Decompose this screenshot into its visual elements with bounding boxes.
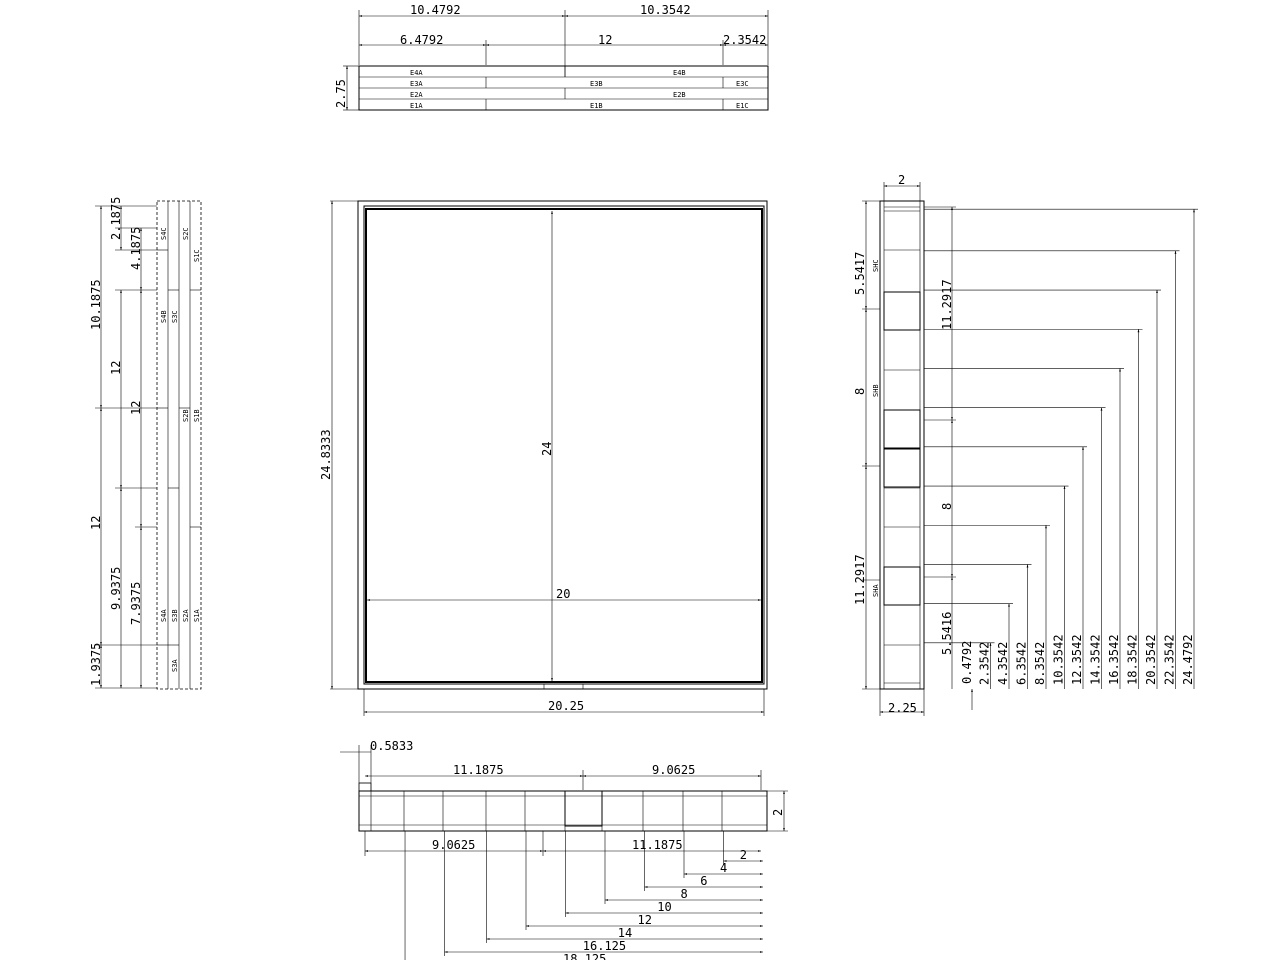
dim-text: 4.3542 [996,642,1010,685]
dim-text: 7.9375 [129,582,143,625]
part-label: S1C [193,249,201,262]
part-label: S1B [193,409,201,422]
dim-text: 10.4792 [410,3,461,17]
part-label: S2A [182,609,190,622]
part-label: S3B [171,609,179,622]
part-label: S4A [160,609,168,622]
right-view: 2 2.25 5.5417 8 11.2917 SHC SHB SHA 11.2… [853,173,1198,716]
part-label: SHA [872,584,880,597]
dim-text: 16.3542 [1107,634,1121,685]
dim-text: 8.3542 [1033,642,1047,685]
dim-text: 11.1875 [632,838,683,852]
dim-text: 4.1875 [129,227,143,270]
part-label: E3B [590,80,603,88]
dim-text: 24.4792 [1181,634,1195,685]
part-label: S4B [160,310,168,323]
dim-text: 24.8333 [319,429,333,480]
part-label: S3A [171,659,179,672]
dim-text: 2.25 [888,701,917,715]
part-label: E4B [673,69,686,77]
dim-text: 0.5833 [370,739,413,753]
dim-text: 2.3542 [978,642,992,685]
dim-text: 12 [129,401,143,415]
dim-text: 9.9375 [109,567,123,610]
part-label: E2B [673,91,686,99]
dim-text: 12.3542 [1070,634,1084,685]
dim-text: 2 [771,809,785,816]
top-view: 10.4792 10.3542 6.4792 12 2.3542 2.75 E4… [334,3,769,111]
dim-text: 10.3542 [1052,634,1066,685]
part-label: E2A [410,91,423,99]
dim-text: 11.2917 [940,279,954,330]
dim-text: 5.5417 [853,252,867,295]
part-label: S3C [171,310,179,323]
part-label: E4A [410,69,423,77]
dim-text: 20.25 [548,699,584,713]
bottom-view: 0.5833 11.1875 9.0625 2 9.0625 11.1875 2… [340,739,788,960]
dim-text: 14 [618,926,632,940]
dim-text: 18.125 [563,952,606,960]
dim-text: 10 [657,900,671,914]
dim-text: 20 [556,587,570,601]
part-label: E3C [736,80,749,88]
part-label: S2C [182,227,190,240]
dim-text: 9.0625 [432,838,475,852]
stair-dims: 2.3542 4.3542 6.3542 8.3542 10.3542 12.3542 14… [924,208,1198,689]
dim-text: 0.4792 [960,641,974,684]
dim-text: 2.1875 [109,197,123,240]
dim-text: 10.1875 [89,279,103,330]
dim-text: 20.3542 [1144,634,1158,685]
dim-text: 6.3542 [1015,642,1029,685]
dim-text: 2 [740,848,747,862]
dim-text: 12 [89,516,103,530]
dim-text: 5.5416 [940,612,954,655]
part-label: E3A [410,80,423,88]
dim-text: 12 [109,361,123,375]
dim-text: 18.3542 [1126,634,1140,685]
dim-text: 12 [638,913,652,927]
dim-text: 12 [598,33,612,47]
part-label: S1A [193,609,201,622]
dim-text: 24 [540,442,554,456]
dim-text: 10.3542 [640,3,691,17]
dim-text: 2.75 [334,79,348,108]
front-view: 24.8333 24 20 20.25 [319,200,768,716]
part-label: SHC [872,259,880,272]
left-view: 10.1875 2.1875 4.1875 12 12 12 9.9375 7.… [89,197,202,690]
dim-text: 8 [681,887,688,901]
dim-text: 22.3542 [1163,634,1177,685]
part-label: E1C [736,102,749,110]
dim-text: 2.3542 [723,33,766,47]
part-label: SHB [872,384,880,397]
part-label: E1B [590,102,603,110]
dim-text: 2 [898,173,905,187]
dim-text: 1.9375 [89,643,103,686]
dim-text: 11.2917 [853,554,867,605]
dim-text: 8 [853,388,867,395]
dim-text: 6.4792 [400,33,443,47]
dim-text: 8 [940,503,954,510]
part-label: E1A [410,102,423,110]
dim-text: 9.0625 [652,763,695,777]
dim-text: 6 [700,874,707,888]
part-label: S2B [182,409,190,422]
part-label: S4C [160,227,168,240]
dim-text: 11.1875 [453,763,504,777]
dim-text: 16.125 [583,939,626,953]
dim-text: 4 [720,861,727,875]
dim-text: 14.3542 [1089,634,1103,685]
